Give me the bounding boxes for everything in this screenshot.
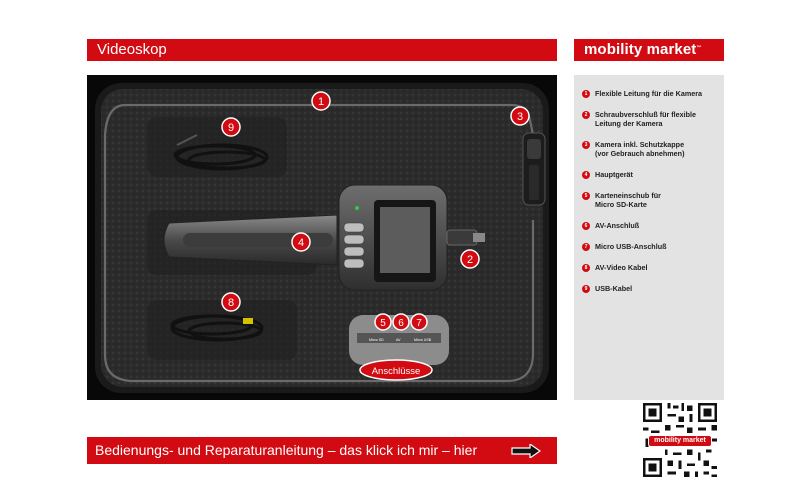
legend-text: Micro USB-Anschluß: [595, 242, 667, 251]
port-label-av: AV: [396, 338, 401, 342]
manual-link-text: Bedienungs- und Reparaturanleitung – das…: [95, 442, 478, 458]
main-device: [163, 184, 485, 291]
brand-logo: mobility market™: [574, 39, 724, 61]
svg-text:3: 3: [517, 111, 523, 123]
legend-text: Hauptgerät: [595, 170, 633, 179]
product-photo: 1 2 3 4 5 6 7 8: [87, 75, 557, 400]
legend-text: AV-Anschluß: [595, 221, 640, 230]
port-label-microsd: Micro SD: [369, 338, 384, 342]
svg-text:1: 1: [318, 96, 324, 108]
marker-9: 9: [221, 117, 241, 137]
legend-number: 9: [582, 285, 590, 293]
usb-cable: [173, 134, 269, 171]
svg-text:7: 7: [416, 318, 422, 329]
legend-text: Flexible Leitung für die Kamera: [595, 89, 703, 98]
legend-number: 5: [582, 192, 590, 200]
legend-number: 7: [582, 243, 590, 251]
legend-item-5: 5 Karteneinschub für Micro SD-Karte: [582, 191, 718, 209]
svg-text:6: 6: [398, 318, 404, 329]
case-illustration: 1 2 3 4 5 6 7 8: [87, 75, 557, 400]
legend-number: 1: [582, 90, 590, 98]
marker-3: 3: [510, 106, 530, 126]
flexible-cable: [103, 103, 535, 383]
legend-item-8: 8 AV-Video Kabel: [582, 263, 718, 272]
legend-item-3: 3 Kamera inkl. Schutzkappe (vor Gebrauch…: [582, 140, 718, 158]
marker-5: 5: [374, 313, 392, 331]
port-label-microusb: Micro USB: [414, 338, 432, 342]
legend-item-4: 4 Hauptgerät: [582, 170, 718, 179]
legend-number: 2: [582, 111, 590, 119]
marker-8: 8: [221, 292, 241, 312]
legend-text: USB-Kabel: [595, 284, 633, 293]
qr-badge: mobility market: [648, 435, 712, 447]
arrow-right-icon: [511, 444, 541, 458]
legend-item-2: 2 Schraubverschluß für flexible Leitung …: [582, 110, 718, 128]
svg-text:2: 2: [467, 254, 473, 266]
svg-text:5: 5: [380, 318, 386, 329]
legend-number: 6: [582, 222, 590, 230]
manual-link-button[interactable]: Bedienungs- und Reparaturanleitung – das…: [87, 437, 557, 464]
svg-text:9: 9: [228, 122, 234, 134]
legend-number: 4: [582, 171, 590, 179]
legend-number: 3: [582, 141, 590, 149]
marker-4: 4: [291, 232, 311, 252]
legend-panel: 1 Flexible Leitung für die Kamera 2 Schr…: [574, 75, 724, 400]
svg-text:8: 8: [228, 297, 234, 309]
qr-code[interactable]: mobility market: [640, 400, 720, 480]
page-title: Videoskop: [87, 39, 557, 61]
marker-7: 7: [410, 313, 428, 331]
trademark-mark: ™: [696, 45, 702, 51]
svg-text:4: 4: [298, 237, 304, 249]
legend-text: Karteneinschub für Micro SD-Karte: [595, 191, 661, 209]
marker-2: 2: [460, 249, 480, 269]
brand-name: mobility market: [584, 41, 697, 58]
legend-text: Schraubverschluß für flexible Leitung de…: [595, 110, 697, 128]
legend-item-1: 1 Flexible Leitung für die Kamera: [582, 89, 718, 98]
legend-item-7: 7 Micro USB-Anschluß: [582, 242, 718, 251]
legend-number: 8: [582, 264, 590, 272]
legend-item-9: 9 USB-Kabel: [582, 284, 718, 293]
av-video-cable: [170, 314, 264, 342]
ports-label: Anschlüsse: [359, 359, 433, 381]
svg-text:Anschlüsse: Anschlüsse: [372, 366, 421, 377]
marker-1: 1: [311, 91, 331, 111]
marker-6: 6: [392, 313, 410, 331]
legend-item-6: 6 AV-Anschluß: [582, 221, 718, 230]
legend-text: Kamera inkl. Schutzkappe (vor Gebrauch a…: [595, 140, 685, 158]
legend-text: AV-Video Kabel: [595, 263, 648, 272]
camera-head: [522, 132, 546, 206]
